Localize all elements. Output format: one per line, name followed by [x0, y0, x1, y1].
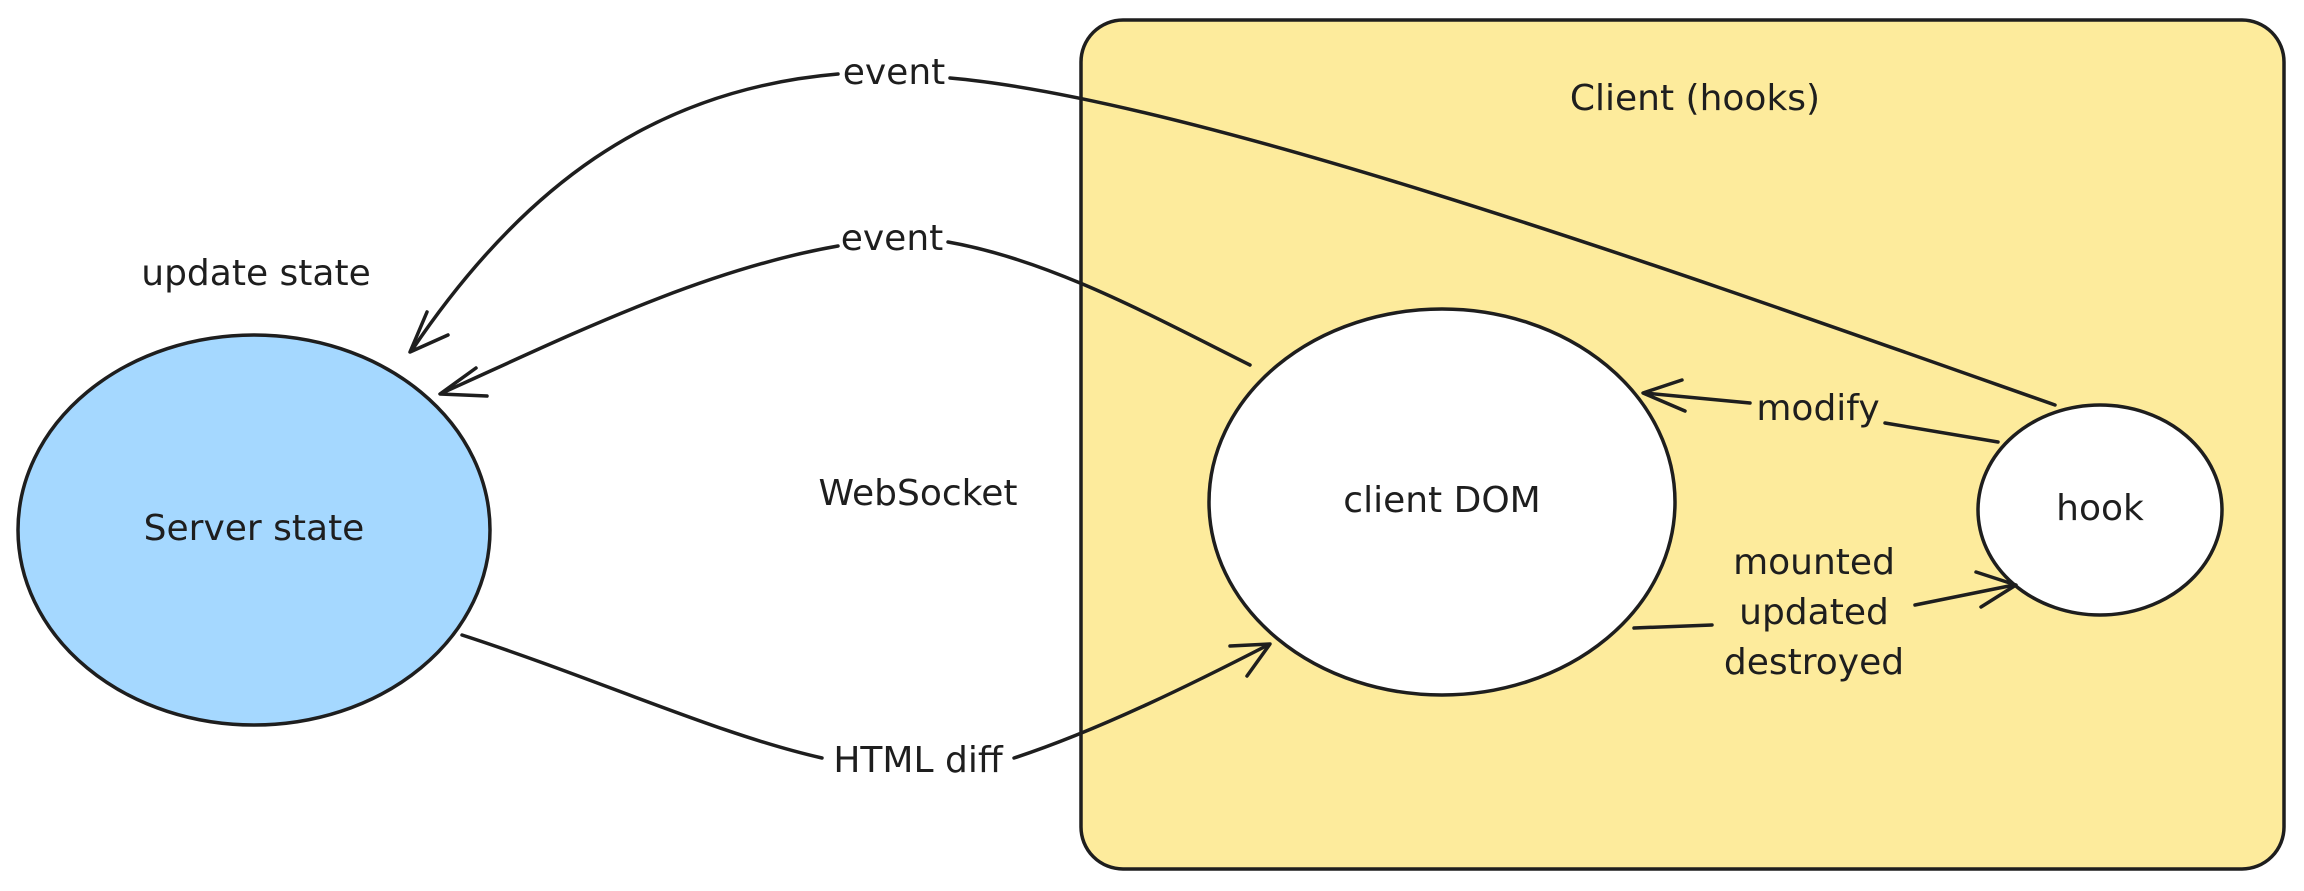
- mounted-label: mounted: [1733, 542, 1895, 583]
- server-state-label: Server state: [144, 508, 365, 549]
- modify-arrow: [1643, 391, 2000, 444]
- event-top-label: event: [843, 52, 946, 93]
- event-arrow-mid: [440, 240, 1252, 395]
- client-group-title: Client (hooks): [1570, 78, 1820, 119]
- hook-label: hook: [2056, 488, 2144, 529]
- modify-arrow-head: [1641, 378, 1687, 413]
- destroyed-label: destroyed: [1724, 642, 1904, 683]
- server-state-node[interactable]: [16, 333, 492, 727]
- event-arrow-mid-head: [438, 366, 489, 398]
- client-dom-label: client DOM: [1343, 480, 1540, 521]
- event-mid-label: event: [841, 218, 944, 259]
- lifecycle-arrow-head: [1974, 570, 2018, 609]
- event-arrow-top-head: [408, 310, 450, 354]
- hook-node[interactable]: [1976, 403, 2224, 617]
- client-dom-node[interactable]: [1207, 307, 1677, 697]
- lifecycle-arrow: [1632, 583, 2016, 630]
- event-arrow-top: [410, 72, 2057, 407]
- html-diff-label: HTML diff: [833, 740, 1003, 781]
- html-diff-arrow: [460, 633, 1270, 760]
- modify-label: modify: [1756, 388, 1879, 429]
- websocket-label: WebSocket: [819, 473, 1018, 514]
- html-diff-arrow-head: [1228, 642, 1272, 678]
- updated-label: updated: [1739, 592, 1889, 633]
- update-state-label: update state: [141, 253, 370, 294]
